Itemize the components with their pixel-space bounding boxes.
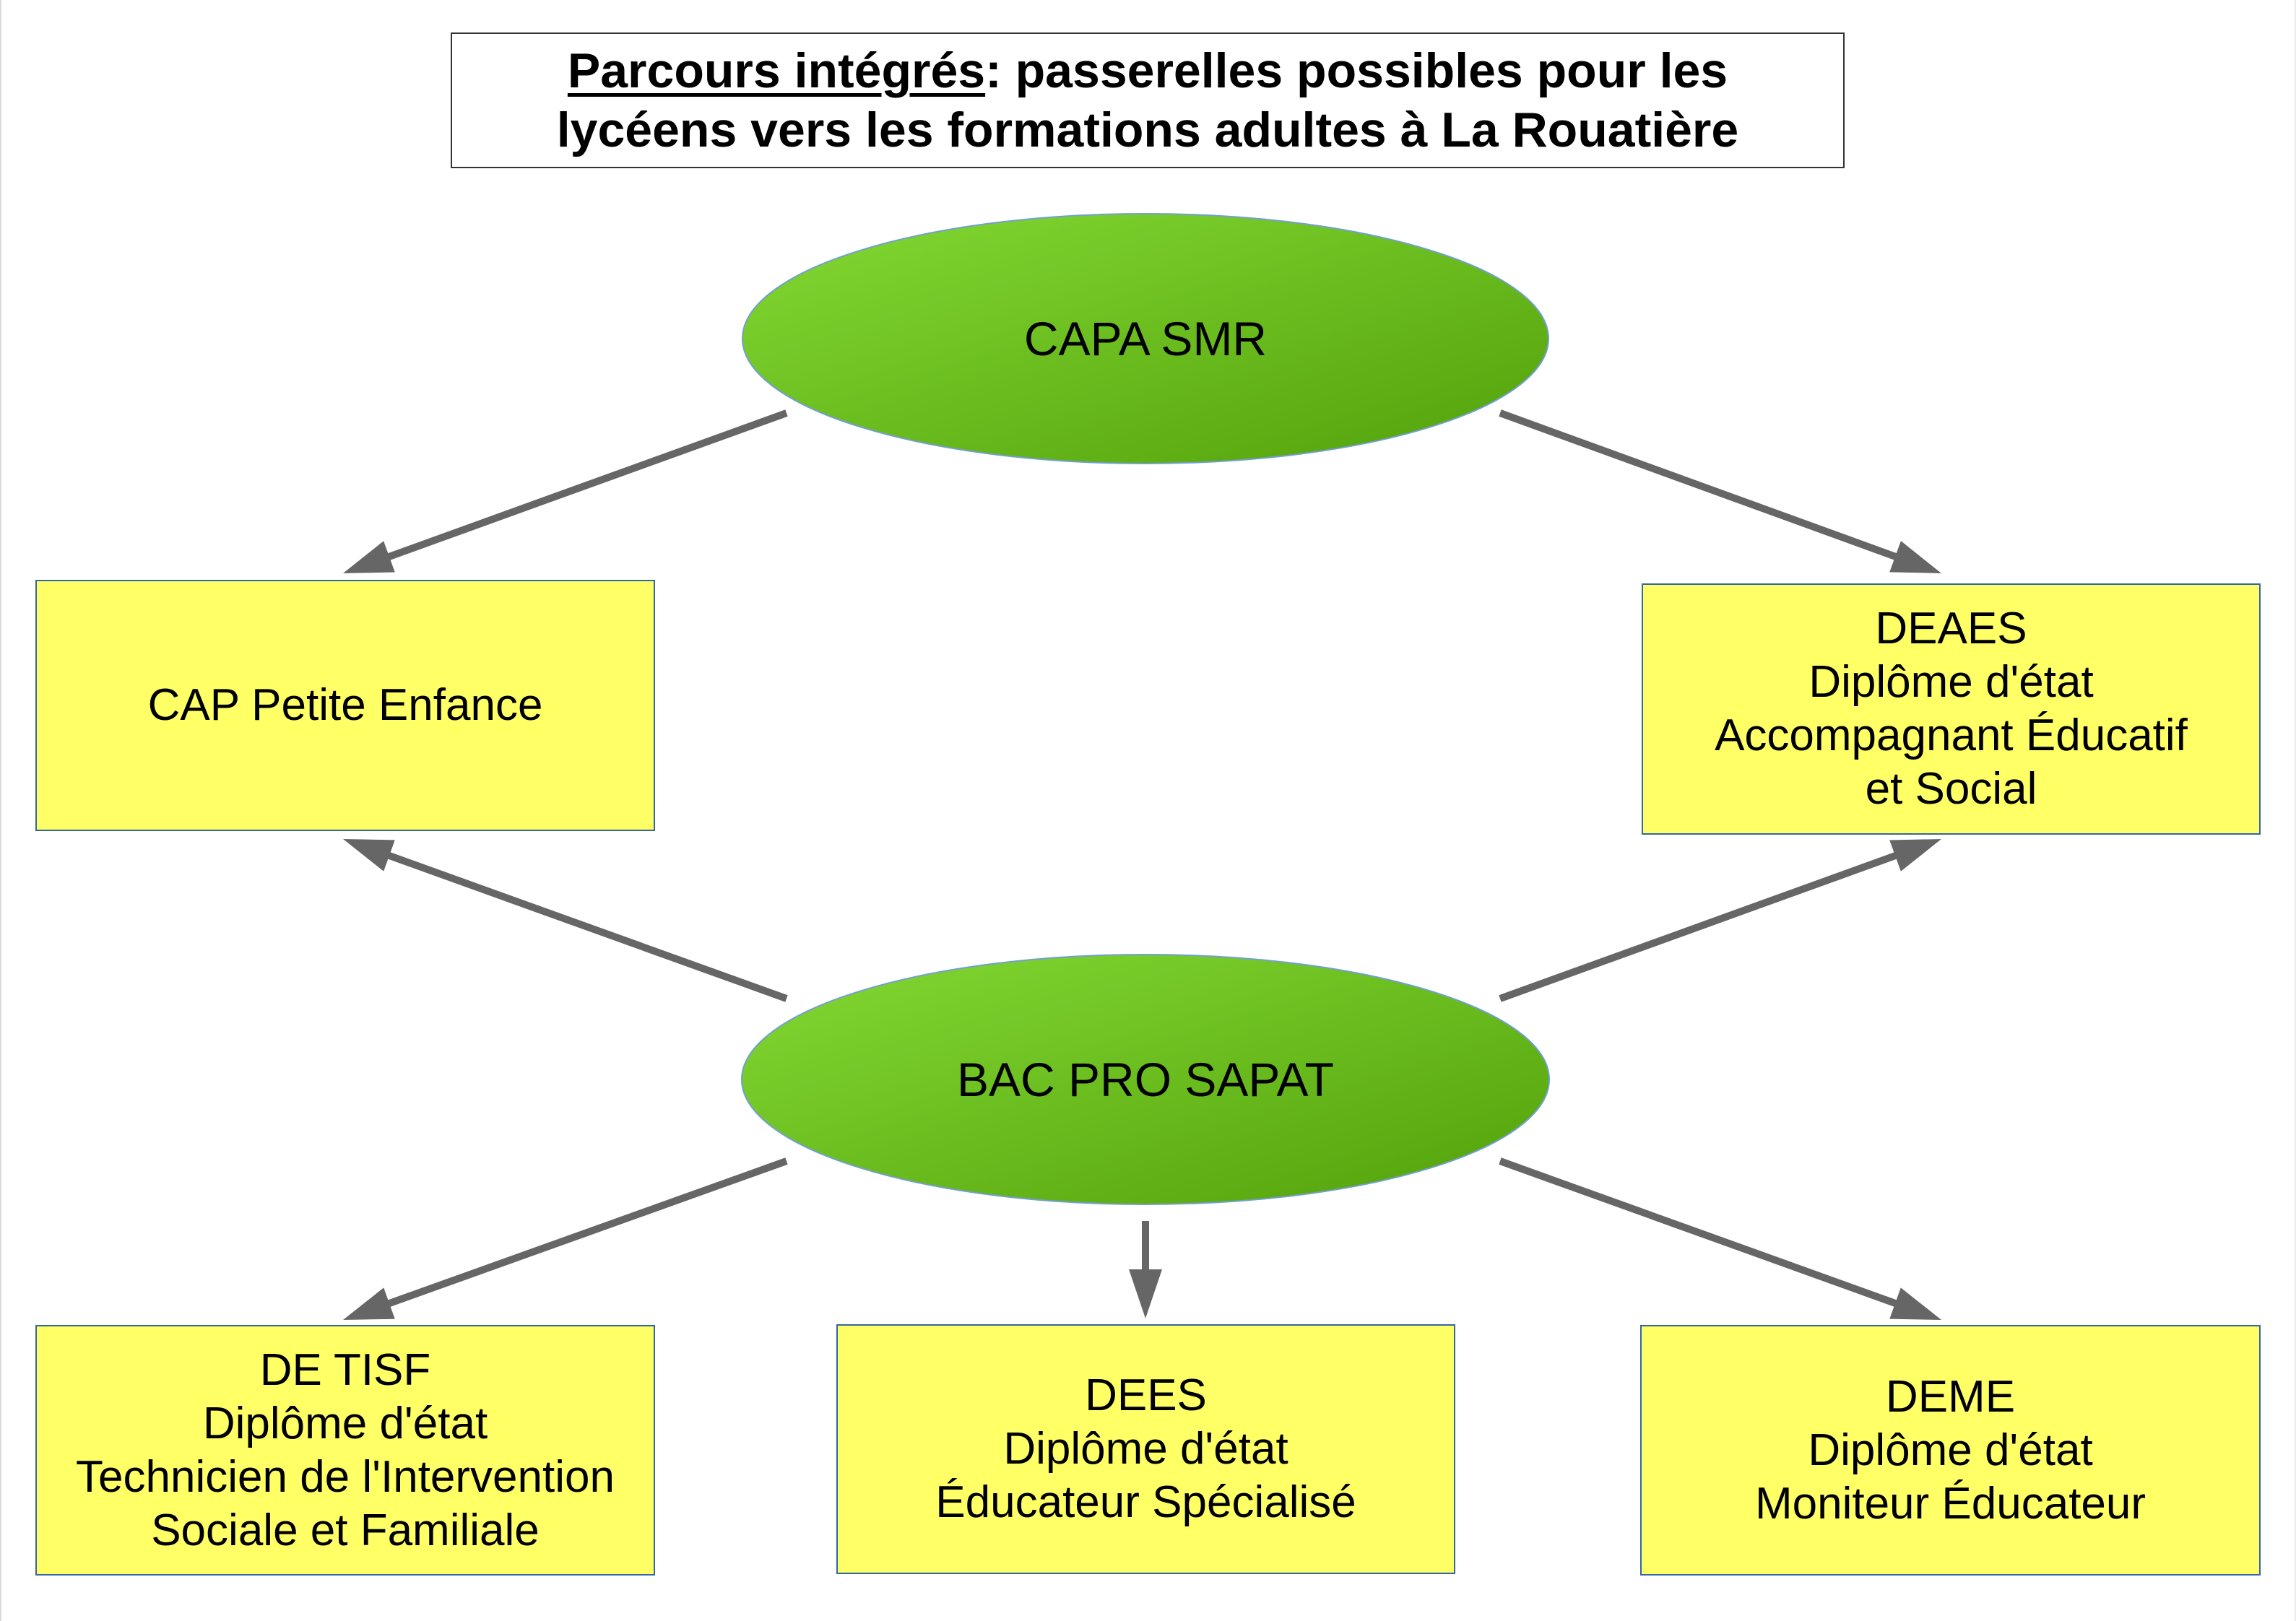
- title-underlined: Parcours intégrés: [567, 43, 986, 98]
- arrow-shaft: [386, 409, 788, 561]
- box-line: Sociale et Familiale: [151, 1505, 540, 1555]
- box-de-tisf[interactable]: DE TISF Diplôme d'état Technicien de l'I…: [35, 1325, 655, 1576]
- box-deaes[interactable]: DEAES Diplôme d'état Accompagnant Éducat…: [1642, 583, 2261, 835]
- box-line: Diplôme d'état: [1003, 1424, 1288, 1474]
- arrow-bac-pro-sapat-to-deme: [1499, 1157, 1941, 1320]
- box-line: Diplôme d'état: [1808, 657, 2094, 707]
- box-line: et Social: [1865, 764, 2037, 814]
- diagram-title: Parcours intégrés: passerelles possibles…: [451, 32, 1845, 168]
- title-line-1: Parcours intégrés: passerelles possibles…: [568, 41, 1728, 100]
- arrow-bac-pro-sapat-to-cap-petite-enfance: [343, 839, 788, 1002]
- ellipse-bac-pro-sapat[interactable]: [741, 954, 1550, 1205]
- arrow-shaft: [1499, 409, 1898, 561]
- box-line: Technicien de l'Intervention: [76, 1451, 615, 1502]
- nodes-layer: [741, 213, 1550, 1205]
- box-line: Diplôme d'état: [202, 1398, 488, 1448]
- arrowhead-icon: [1129, 1269, 1162, 1318]
- arrow-capa-smr-to-deaes: [1499, 409, 1941, 573]
- page-edge-right: [2295, 0, 2296, 1621]
- arrowhead-icon: [1889, 541, 1941, 573]
- arrowhead-icon: [343, 839, 395, 872]
- box-line: Accompagnant Éducatif: [1715, 710, 2188, 760]
- box-line: DE TISF: [259, 1344, 431, 1395]
- arrow-shaft: [386, 1157, 788, 1308]
- box-line: Diplôme d'état: [1808, 1425, 2093, 1475]
- arrow-bac-pro-sapat-to-deaes: [1499, 839, 1941, 1002]
- box-line: DEES: [1085, 1370, 1207, 1420]
- box-dees[interactable]: DEES Diplôme d'état Éducateur Spécialisé: [836, 1324, 1455, 1574]
- arrowhead-icon: [343, 541, 395, 573]
- box-line: Éducateur Spécialisé: [935, 1477, 1356, 1527]
- arrowhead-icon: [1889, 839, 1941, 872]
- arrow-bac-pro-sapat-to-dees: [1129, 1221, 1162, 1318]
- arrow-shaft: [1499, 851, 1898, 1002]
- box-line: Moniteur Éducateur: [1754, 1478, 2146, 1529]
- arrow-capa-smr-to-cap-petite-enfance: [343, 409, 788, 573]
- arrow-shaft: [1499, 1157, 1898, 1308]
- box-line: DEME: [1885, 1371, 2016, 1422]
- edges-layer: [343, 409, 1941, 1320]
- page-edge-left: [0, 0, 1, 1621]
- arrow-shaft: [386, 851, 788, 1002]
- box-deme[interactable]: DEME Diplôme d'état Moniteur Éducateur: [1640, 1325, 2261, 1576]
- title-line-1-rest: : passerelles possibles pour les: [985, 43, 1728, 98]
- arrow-bac-pro-sapat-to-de-tisf: [343, 1157, 788, 1320]
- ellipse-capa-smr[interactable]: [742, 213, 1549, 464]
- box-line: CAP Petite Enfance: [147, 680, 543, 730]
- title-line-2: lycéens vers les formations adultes à La…: [556, 103, 1739, 157]
- arrowhead-icon: [1889, 1287, 1941, 1320]
- box-cap-petite-enfance[interactable]: CAP Petite Enfance: [35, 580, 655, 831]
- arrowhead-icon: [343, 1287, 395, 1320]
- box-line: DEAES: [1875, 604, 2027, 653]
